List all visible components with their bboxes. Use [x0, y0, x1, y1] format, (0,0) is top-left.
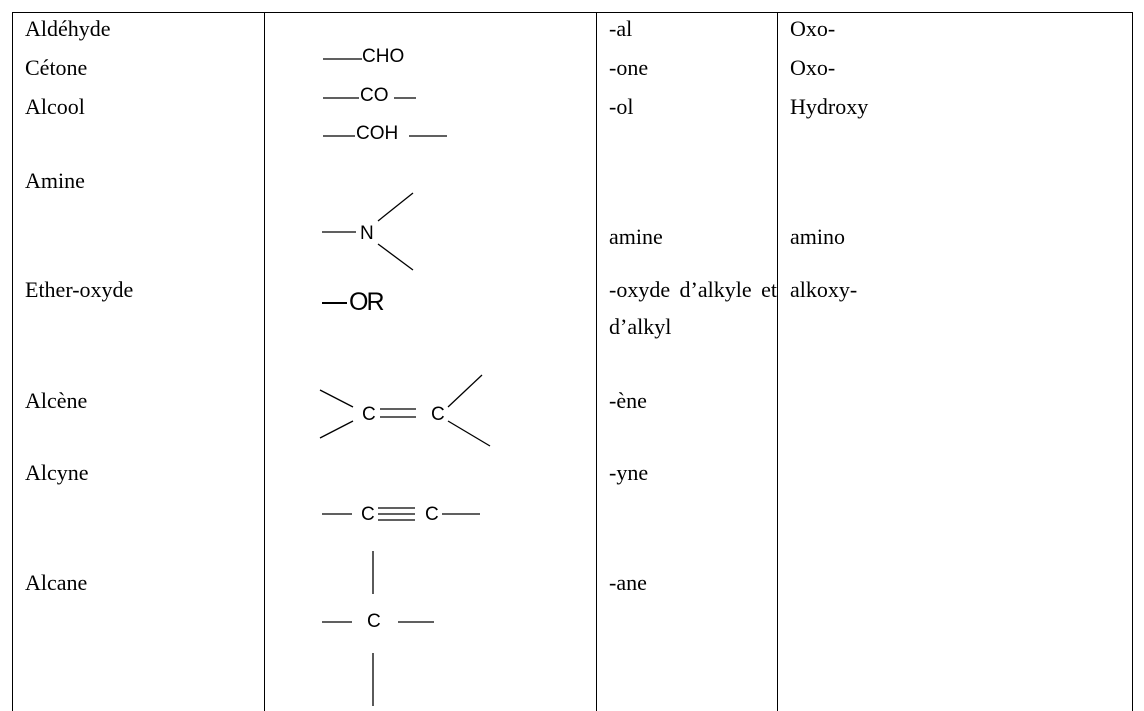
- row-suffix-aldehyde: -al: [609, 16, 633, 41]
- formula-alkyne-carbon-left: C: [361, 504, 375, 525]
- formula-alkane-carbon: C: [367, 611, 381, 632]
- row-prefix-alcohol: Hydroxy: [790, 94, 869, 119]
- alkene-bond-upper-right: [447, 374, 483, 408]
- amine-bond-lower: [377, 243, 414, 271]
- row-suffix-ketone: -one: [609, 55, 649, 80]
- column-divider-3: [777, 12, 778, 711]
- alkene-bond-upper-left: [319, 389, 354, 408]
- row-suffix-ether-line1: -oxyde d’alkyle et: [609, 277, 777, 302]
- formula-aldehyde-label: CHO: [362, 46, 405, 67]
- row-prefix-ketone: Oxo-: [790, 55, 836, 80]
- row-suffix-amine: amine: [609, 224, 663, 249]
- row-name-ether: Ether-oxyde: [25, 277, 134, 302]
- row-name-amine: Amine: [25, 168, 85, 193]
- row-prefix-aldehyde: Oxo-: [790, 16, 836, 41]
- row-name-alkane: Alcane: [25, 570, 88, 595]
- row-suffix-alcohol: -ol: [609, 94, 634, 119]
- amine-bond-upper: [377, 192, 414, 222]
- formula-alkene-carbon-right: C: [431, 404, 445, 425]
- row-suffix-alkyne: -yne: [609, 460, 649, 485]
- row-name-alkyne: Alcyne: [25, 460, 89, 485]
- formula-ether-label: OR: [349, 288, 384, 316]
- formula-ketone-label: CO: [360, 85, 389, 106]
- table-left-border: [12, 12, 13, 711]
- row-suffix-alkane: -ane: [609, 570, 647, 595]
- table-right-border: [1132, 12, 1133, 711]
- row-name-aldehyde: Aldéhyde: [25, 16, 111, 41]
- formula-alkene-carbon-left: C: [362, 404, 376, 425]
- alkene-bond-lower-right: [447, 420, 491, 447]
- formula-amine-label: N: [360, 223, 374, 244]
- row-suffix-ether-line2: d’alkyl: [609, 314, 672, 339]
- row-prefix-ether: alkoxy-: [790, 277, 858, 302]
- column-divider-2: [596, 12, 597, 711]
- column-divider-1: [264, 12, 265, 711]
- row-prefix-amine: amino: [790, 224, 845, 249]
- row-suffix-alkene: -ène: [609, 388, 647, 413]
- row-name-alkene: Alcène: [25, 388, 88, 413]
- formula-alkyne-carbon-right: C: [425, 504, 439, 525]
- row-name-alcohol: Alcool: [25, 94, 85, 119]
- row-name-ketone: Cétone: [25, 55, 88, 80]
- formula-alcohol-label: COH: [356, 123, 399, 144]
- alkene-bond-lower-left: [319, 420, 354, 439]
- table-top-border: [12, 12, 1133, 13]
